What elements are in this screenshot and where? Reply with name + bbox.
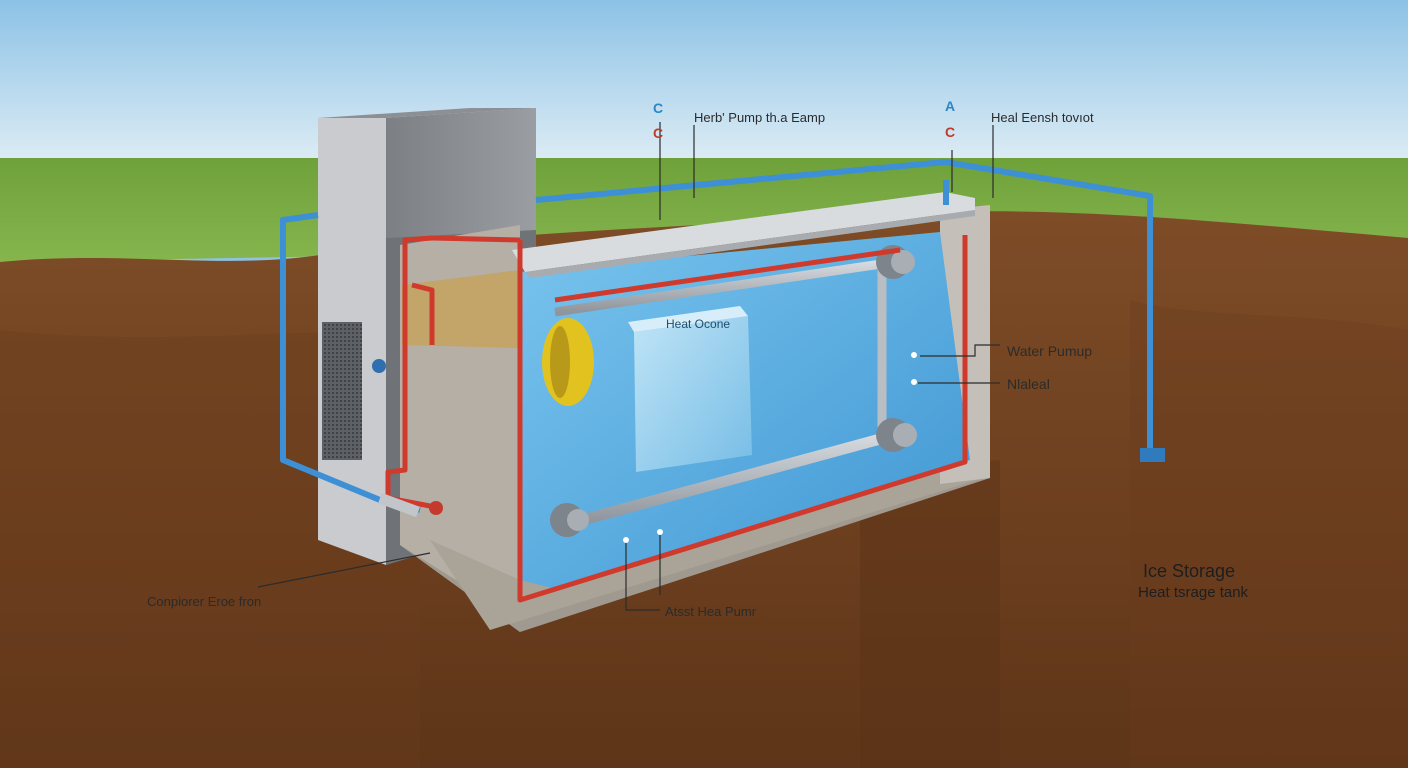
unit-grill	[322, 322, 362, 460]
label-ice-storage-subtitle: Heat tsrage tank	[1138, 584, 1249, 601]
soil-shade-left	[0, 330, 420, 768]
steel-pipes	[550, 245, 917, 537]
soil-shade-right	[1130, 300, 1408, 768]
leader-lines	[257, 122, 1000, 611]
label-naleal: Nlaleal	[1007, 376, 1050, 392]
label-letter-c-red-right: C	[945, 124, 956, 140]
tank-lid	[512, 192, 975, 272]
label-letter-a-blue: A	[945, 98, 956, 114]
unit-valve-icon	[372, 359, 386, 373]
label-compressor: Conpiorer Eroe fron	[147, 594, 262, 609]
label-heat-pump-top: Herb' Pump th.a Eamp	[694, 110, 826, 125]
label-heat-core: Heat Ocone	[666, 317, 731, 331]
label-ice-storage-title: Ice Storage	[1143, 561, 1236, 581]
ice-block	[628, 306, 752, 472]
soil-trench	[860, 460, 1000, 768]
sky	[0, 0, 1408, 180]
label-heat-exchanger-top: Heal Eensh tovıot	[991, 110, 1094, 125]
cold-pipe-outlet	[1140, 448, 1165, 462]
label-letter-c-red-left: C	[653, 125, 664, 141]
label-assist-heat-pump: Atsst Hea Pumr	[665, 604, 757, 619]
label-water-pump: Water Pumup	[1007, 343, 1093, 359]
label-letter-c-blue: C	[653, 100, 664, 116]
